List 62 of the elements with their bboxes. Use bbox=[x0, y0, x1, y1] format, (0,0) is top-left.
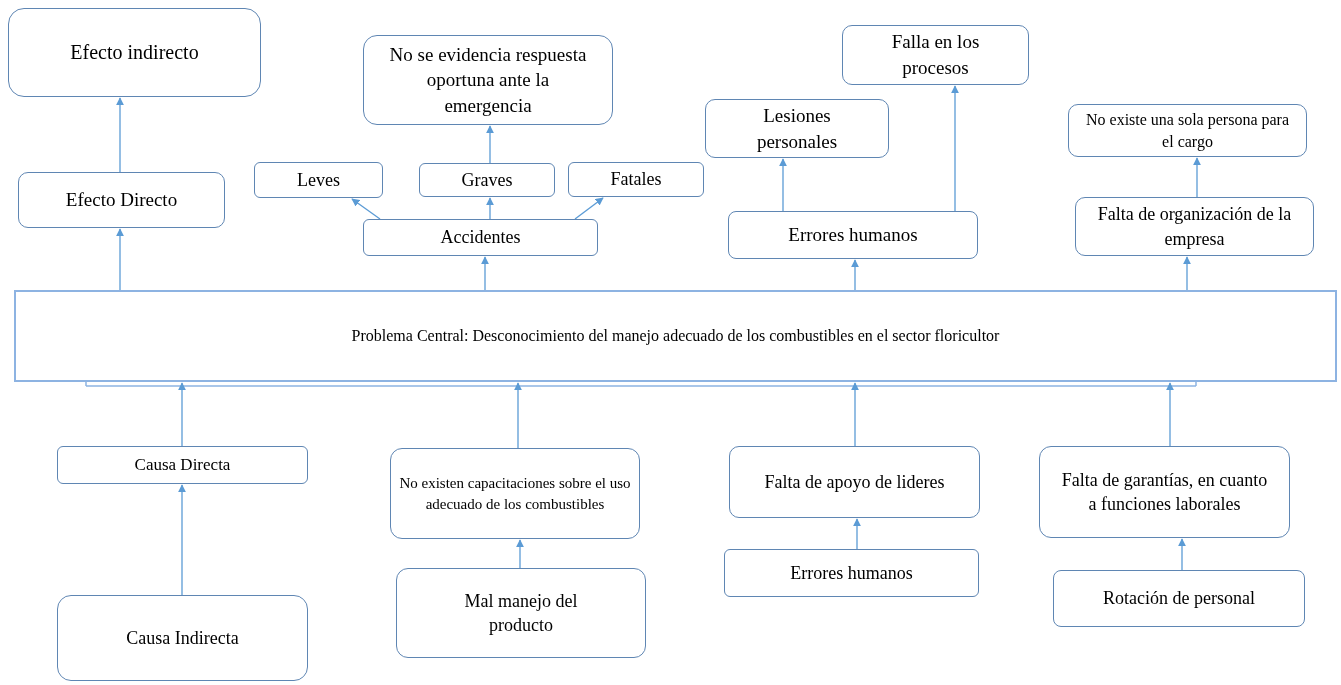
box-text: Errores humanos bbox=[788, 223, 918, 248]
arrow bbox=[1178, 538, 1186, 571]
arrow bbox=[853, 518, 861, 550]
rounded-box bbox=[18, 172, 225, 228]
arrow bbox=[116, 97, 124, 173]
box-text: Falta de organización de la empresa bbox=[1096, 203, 1293, 251]
arrow bbox=[951, 85, 959, 212]
rounded-box bbox=[8, 8, 261, 97]
box-text: Problema Central: Desconocimiento del manejo adecuado de los combustibles en el sector floricultor bbox=[351, 326, 1000, 347]
arrow bbox=[1193, 157, 1201, 198]
box-text: Rotación de personal bbox=[1103, 587, 1255, 611]
arrow bbox=[116, 228, 124, 291]
rounded-box bbox=[1068, 104, 1307, 157]
rounded-box bbox=[728, 211, 978, 259]
arrow bbox=[851, 382, 859, 447]
box-text: Causa Indirecta bbox=[126, 626, 239, 650]
box-text: Falla en los procesos bbox=[890, 30, 981, 80]
box-text: Errores humanos bbox=[790, 561, 913, 585]
arrow bbox=[351, 198, 381, 220]
rounded-box bbox=[363, 35, 613, 125]
box-text: Causa Directa bbox=[134, 453, 231, 476]
rounded-box bbox=[729, 446, 980, 518]
rounded-box bbox=[396, 568, 646, 658]
rounded-box bbox=[1075, 197, 1314, 256]
arrow bbox=[574, 197, 604, 220]
box-text: Falta de apoyo de lideres bbox=[764, 470, 945, 494]
rounded-box bbox=[254, 162, 383, 198]
rounded-box bbox=[705, 99, 889, 158]
arrow bbox=[481, 256, 489, 291]
rounded-box bbox=[419, 163, 555, 197]
arrow bbox=[1183, 256, 1191, 291]
box-text: No existe una sola persona para el cargo bbox=[1084, 109, 1290, 153]
rounded-box bbox=[1039, 446, 1290, 538]
arrow bbox=[486, 125, 494, 164]
box-text: No se evidencia respuesta oportuna ante la emergencia bbox=[388, 42, 588, 118]
arrow bbox=[516, 539, 524, 569]
arrow bbox=[178, 382, 186, 447]
rounded-box bbox=[363, 219, 598, 256]
arrow bbox=[486, 197, 494, 220]
central-problem-box bbox=[14, 290, 1337, 382]
box-text: No existen capacitaciones sobre el uso adecuado de los combustibles bbox=[398, 474, 632, 514]
arrow bbox=[514, 382, 522, 449]
arrow bbox=[178, 484, 186, 596]
box-text: Leves bbox=[297, 168, 340, 192]
box-text: Lesiones personales bbox=[755, 103, 839, 154]
rounded-box bbox=[390, 448, 640, 539]
box-text: Fatales bbox=[610, 168, 662, 192]
arrow bbox=[779, 158, 787, 212]
box-text: Accidentes bbox=[440, 226, 521, 250]
box-text: Mal manejo del producto bbox=[463, 589, 579, 637]
rounded-box bbox=[842, 25, 1029, 85]
box-text: Efecto Directo bbox=[65, 188, 178, 213]
rounded-box bbox=[57, 595, 308, 681]
rounded-box bbox=[568, 162, 704, 197]
rounded-box bbox=[724, 549, 979, 597]
box-text: Efecto indirecto bbox=[70, 40, 199, 65]
rounded-box bbox=[57, 446, 308, 484]
box-text: Falta de garantías, en cuanto a funciones laborales bbox=[1060, 468, 1269, 516]
arrow bbox=[1166, 382, 1174, 447]
arrow bbox=[851, 259, 859, 291]
box-text: Graves bbox=[461, 168, 513, 192]
rounded-box bbox=[1053, 570, 1305, 627]
